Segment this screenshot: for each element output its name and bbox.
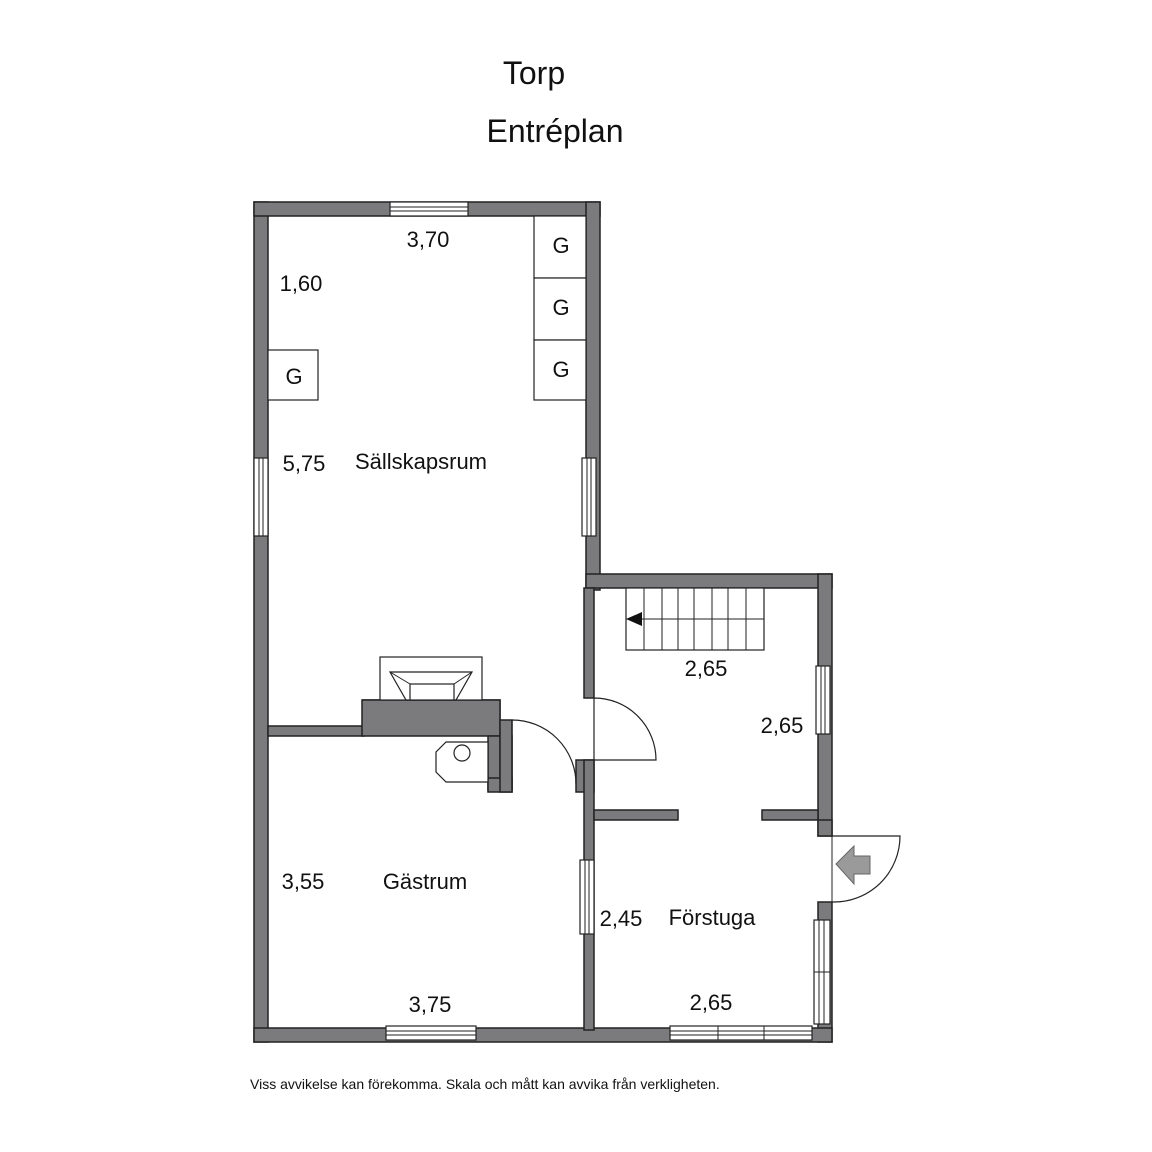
- chimney-mass: [361, 699, 501, 737]
- stairs: [625, 587, 765, 651]
- wall-door-jamb: [499, 719, 513, 793]
- wardrobe-1: [533, 215, 587, 279]
- wardrobe-3: [533, 339, 587, 401]
- window-living-right: [581, 457, 597, 537]
- wall-hall-left-upper: [583, 587, 595, 699]
- stair-direction-arrow-icon: [626, 612, 642, 626]
- window-top: [389, 201, 469, 217]
- wall-forstuga-right-stub: [761, 809, 819, 821]
- entrance-arrow-icon: [835, 844, 871, 886]
- wall-entry-jamb-top: [817, 819, 833, 837]
- stove-body: [435, 741, 489, 783]
- window-living-left: [253, 457, 269, 537]
- living-height: 5,75: [283, 451, 326, 476]
- living-width: 3,70: [407, 227, 450, 252]
- disclaimer: Viss avvikelse kan förekomma. Skala och …: [250, 1076, 720, 1092]
- window-guest-bottom: [385, 1025, 477, 1041]
- wardrobe-4-label: G: [285, 364, 302, 389]
- forstuga-room-name: Förstuga: [669, 905, 757, 930]
- hall-width: 2,65: [685, 656, 728, 681]
- windows: [253, 201, 831, 1041]
- guest-width: 3,75: [409, 992, 452, 1017]
- wall-interior-living-guest: [267, 725, 365, 737]
- door-living: [593, 697, 657, 761]
- forstuga-width: 2,65: [690, 990, 733, 1015]
- plan-subtitle: Entréplan: [487, 113, 624, 149]
- window-forstuga-bottom: [669, 1025, 813, 1041]
- guest-height: 3,55: [282, 869, 325, 894]
- window-guest-right: [579, 859, 595, 935]
- forstuga-height: 2,45: [600, 906, 643, 931]
- wall-forstuga-left-stub: [593, 809, 679, 821]
- plan-title: Torp: [503, 55, 565, 91]
- stove-ring: [453, 744, 471, 762]
- wardrobes: G G G G: [267, 215, 587, 401]
- fireplace: [379, 656, 483, 701]
- wall-left: [253, 201, 269, 1043]
- doors: [511, 697, 901, 903]
- wall-hall-top: [585, 573, 833, 589]
- wardrobe-1-label: G: [552, 233, 569, 258]
- window-hall-right: [815, 665, 831, 735]
- fireplace-firebox: [409, 683, 455, 701]
- hall-height: 2,65: [761, 713, 804, 738]
- wardrobe-4: [267, 349, 319, 401]
- stove: [435, 741, 489, 783]
- door-entrance: [831, 835, 901, 903]
- walls: [253, 201, 833, 1043]
- wardrobe-2: [533, 277, 587, 341]
- guest-room-name: Gästrum: [383, 869, 467, 894]
- door-guest: [511, 719, 577, 790]
- living-alcove-dim: 1,60: [280, 271, 323, 296]
- wardrobe-2-label: G: [552, 295, 569, 320]
- wardrobe-3-label: G: [552, 357, 569, 382]
- living-room-name: Sällskapsrum: [355, 449, 487, 474]
